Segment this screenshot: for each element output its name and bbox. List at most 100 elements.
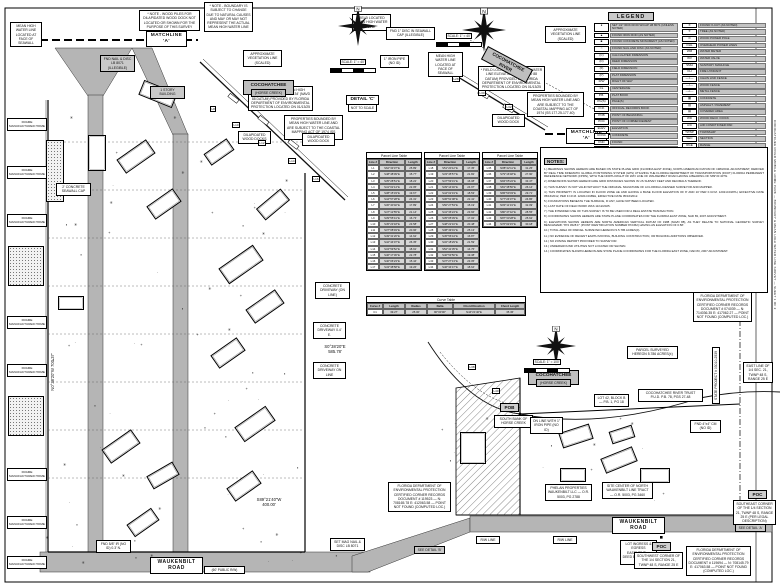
table-cell: L36: [483, 171, 495, 178]
legend-description: PLAT BOOK: [610, 92, 678, 99]
legend-item: ⊙WOOD POWER POLE: [682, 35, 766, 42]
marker-symbol: ✳: [275, 531, 279, 537]
scale-bar: SCALE: 1" = 40': [330, 50, 376, 73]
marker-symbol: +: [590, 466, 593, 472]
manufactured-home-label: FRAME MANUFACTURED HOME: [7, 214, 47, 228]
scale-bar-segment: [558, 369, 569, 372]
see-detail-b-note: SEE DETAIL 'B': [414, 546, 445, 555]
legend-symbol: (D): [594, 59, 609, 66]
table-cell: L20: [425, 177, 437, 184]
table-cell: S41°36'24"E: [437, 208, 463, 215]
table-cell: L3: [367, 177, 379, 184]
table-cell: 33.47': [521, 177, 537, 184]
table-cell: 30.18': [521, 220, 537, 228]
wood-dock-note: DILAPIDATED WOOD DOCKS: [238, 131, 271, 144]
table-cell: N44°21'40"E: [453, 309, 495, 316]
marker-symbol: +: [67, 343, 71, 349]
table-cell: S43°38'58"E: [379, 264, 405, 271]
table-cell: L5: [367, 189, 379, 197]
survey-note: 10.) TOTAL AREA OF PARCEL SURVEYED HEREO…: [544, 228, 641, 233]
legend-symbol: WM: [682, 49, 697, 56]
table-cell: 90°00'00": [427, 309, 453, 316]
road-rw-label: (60' PUBLIC R/W): [204, 566, 245, 574]
scale-bar-label: SCALE: 1" = 40': [339, 59, 367, 65]
legend-symbol: SEC: [682, 136, 697, 143]
table-cell: S46°34'47"E: [437, 264, 463, 271]
marker-symbol: ·: [262, 471, 265, 477]
legend-item: O.R.OFFICIAL RECORDS BOOK: [594, 106, 678, 112]
legend-description: WOOD FENCE: [698, 82, 766, 89]
poc-label: POC: [748, 490, 767, 499]
marker-symbol: ✳: [81, 559, 85, 565]
table-cell: 21.59': [463, 239, 479, 246]
table-cell: 17.35': [463, 165, 479, 172]
legend-symbol: POC: [594, 119, 609, 126]
table-cell: 14.76': [463, 245, 479, 252]
table-cell: S79°16'48"E: [495, 171, 521, 178]
table-cell: 27.90': [521, 171, 537, 178]
legend-symbol: (P): [594, 72, 609, 79]
poc-description: SOUTHWEST CORNER OF THE 1/4 SECTION 21, …: [634, 552, 683, 569]
line-tag: L12: [258, 140, 267, 146]
table-cell: L8: [367, 208, 379, 215]
legend-item: (D)DEED DIMENSION: [594, 59, 678, 66]
table-header-cell: Length: [463, 159, 479, 166]
sheet-title-vertical: COCOHATCHEE RIVER MOBILE HOME PARK — BOU…: [773, 120, 777, 310]
table-header-cell: Length: [521, 159, 537, 166]
table-cell: 23.05': [463, 258, 479, 265]
scale-bar-segment: [437, 43, 448, 46]
table-header-cell: Length: [383, 303, 405, 310]
table-cell: S36°40'02"E: [379, 202, 405, 209]
legend-description: DEED DIMENSION: [610, 59, 678, 66]
tree-symbol: ✳: [69, 115, 74, 121]
svg-text:N: N: [554, 326, 557, 331]
table-header-cell: Radius: [405, 303, 427, 310]
wood-dock-note: DILAPIDATED WOOD DOCK: [492, 114, 525, 127]
set-mag-nail-note: SET MAG NAIL & DISC LB 8071: [330, 538, 365, 551]
wood-dock-note: DILAPIDATED WOOD DOCK: [302, 133, 335, 146]
marker-symbol: ✳: [121, 472, 126, 478]
tree-symbol: ▪: [449, 457, 452, 463]
scale-bar-segment: [364, 69, 375, 72]
legend-symbol: —×—: [682, 76, 697, 82]
hatched-parcel: [455, 377, 521, 516]
svg-text:N: N: [356, 6, 359, 11]
tree-symbol: +: [241, 525, 245, 531]
marker-symbol: ·: [267, 559, 270, 565]
table-cell: L23: [425, 196, 437, 203]
table-cell: L29: [425, 233, 437, 240]
legend-description: CONCRETE: [698, 96, 766, 102]
survey-note: 8.) COORDINATES SHOWN HEREON ARE STATE P…: [544, 214, 727, 219]
table-cell: S45°23'18"E: [379, 220, 405, 228]
seawall-cap-note: 2' CONCRETE SEAWALL CAP: [56, 183, 91, 196]
tree-symbol: ▪: [252, 370, 254, 376]
table-cell: C1: [367, 309, 383, 316]
table-cell: S62°33'37"E: [379, 165, 405, 172]
legend-symbol: CONC: [594, 132, 609, 139]
svg-text:N: N: [482, 9, 486, 15]
table-cell: 17.89': [405, 202, 421, 209]
south-bank-note: SOUTH BANK OF HORSE CREEK: [494, 415, 533, 428]
poc-label: POC: [652, 542, 671, 551]
legend-item: (P)PLAT DIMENSION: [594, 72, 678, 79]
legend-description: TREE (AS NOTED): [698, 29, 766, 36]
concrete-pad: [8, 396, 44, 436]
tree-symbol: +: [239, 293, 243, 299]
legend-item: —o—METAL FENCE: [682, 89, 766, 96]
legend-description: CALCULATED DIMENSION: [610, 52, 678, 59]
table-cell: L37: [483, 177, 495, 184]
table-cell: 15.44': [405, 258, 421, 265]
table-cell: L14: [367, 245, 379, 252]
table-cell: 22.41': [463, 196, 479, 203]
table-cell: L10: [367, 220, 379, 228]
manufactured-home-label: FRAME MANUFACTURED HOME: [7, 364, 47, 378]
table-cell: 25.89': [405, 165, 421, 172]
legend-symbol: CL: [594, 86, 609, 92]
marker-symbol: ·: [157, 270, 159, 276]
table-cell: 25.62': [521, 214, 537, 221]
legend-symbol: ▤: [682, 109, 697, 116]
bearing-label: S89°21'40"W 400.00': [256, 497, 282, 508]
legend-item: ●SET 1/2" IRON ROD W/CAP LB 8071 (UNLESS…: [594, 22, 678, 32]
